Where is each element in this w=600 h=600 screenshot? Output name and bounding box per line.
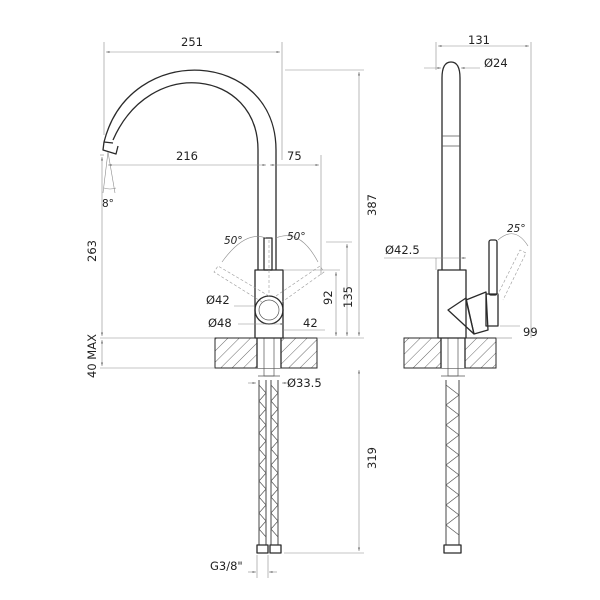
dim-base-diameter: Ø48 bbox=[208, 316, 232, 330]
dim-spout-reach: 216 bbox=[176, 149, 198, 163]
side-supply-hose bbox=[443, 380, 462, 554]
dim-hose-length: 319 bbox=[365, 447, 379, 469]
front-view: 251 216 75 8° 263 40 MAX 387 135 92 bbox=[85, 35, 379, 578]
dim-lever-height: 135 bbox=[341, 286, 355, 308]
side-body bbox=[437, 239, 527, 339]
front-body bbox=[213, 237, 325, 339]
dim-side-body-diameter: Ø42.5 bbox=[385, 243, 420, 257]
dim-handle-angle-right: 50° bbox=[287, 231, 306, 243]
dim-overall-height: 387 bbox=[365, 194, 379, 216]
dim-handle-height: 92 bbox=[321, 290, 335, 305]
dim-thread: G3/8" bbox=[210, 559, 243, 573]
dim-body-diameter: Ø42 bbox=[206, 293, 230, 307]
dim-handle-depth: 99 bbox=[523, 325, 538, 339]
dim-overall-width: 251 bbox=[181, 35, 203, 49]
front-spout bbox=[102, 69, 277, 270]
dim-spout-angle: 8° bbox=[102, 198, 114, 210]
dim-spout-diameter: Ø24 bbox=[484, 56, 508, 70]
side-view: 131 Ø24 Ø42.5 25° 99 bbox=[384, 33, 538, 554]
dim-shank-diameter: Ø33.5 bbox=[287, 376, 322, 390]
dim-height-to-spout: 263 bbox=[85, 240, 99, 262]
dim-max-counter-thickness: 40 MAX bbox=[85, 334, 99, 378]
dim-handle-angle-left: 50° bbox=[224, 235, 243, 247]
dim-lever-angle: 25° bbox=[507, 223, 526, 235]
dim-handle-offset: 75 bbox=[287, 149, 302, 163]
side-spout bbox=[441, 61, 461, 270]
front-countertop-hole bbox=[257, 338, 281, 368]
front-supply-hoses bbox=[256, 380, 282, 554]
dim-body-width: 42 bbox=[303, 316, 318, 330]
dim-overall-depth: 131 bbox=[468, 33, 490, 47]
